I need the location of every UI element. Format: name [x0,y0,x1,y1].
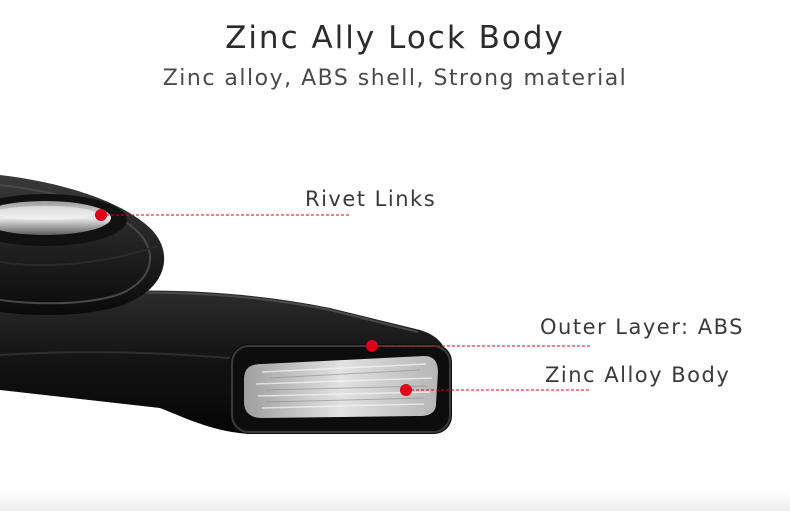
outer-layer-label: Outer Layer: ABS [540,315,744,339]
page-subtitle: Zinc alloy, ABS shell, Strong material [162,66,628,91]
bottom-band [0,490,790,511]
cross-section [230,344,452,434]
rivet-link [0,175,165,316]
zinc-body-marker [400,384,412,396]
outer-layer-marker [366,340,378,352]
page-title: Zinc Ally Lock Body [225,20,565,56]
rivet-links-label: Rivet Links [305,187,437,211]
zinc-alloy-body-label: Zinc Alloy Body [545,363,731,387]
rivet-marker [95,209,107,221]
